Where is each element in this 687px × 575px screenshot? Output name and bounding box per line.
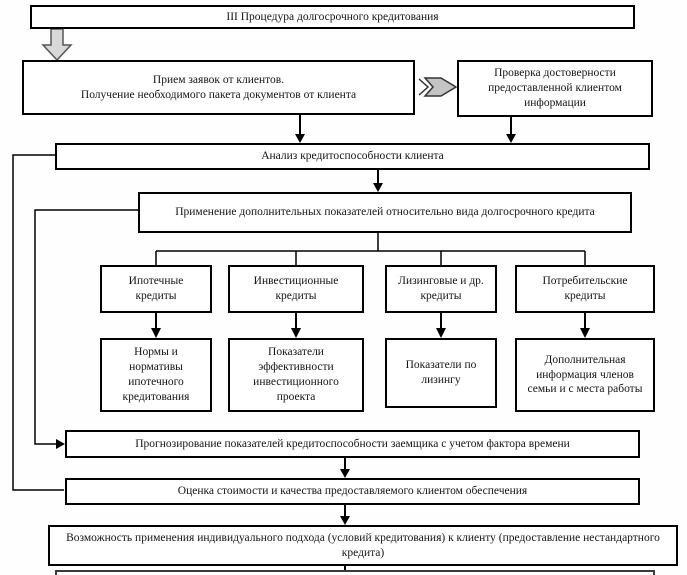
feedback-line-analysis-to-collateral xyxy=(12,154,64,491)
indicator-label: Показатели по лизингу xyxy=(405,359,477,386)
feedback-line-indicators-to-forecasting xyxy=(34,209,138,449)
indicator-label: Нормы и нормативы ипотечного кредитовани… xyxy=(122,346,190,403)
credit-type-label: Потребительские кредиты xyxy=(542,275,628,302)
analysis-box: Анализ кредитоспособности клиента xyxy=(55,143,650,170)
arrow-intake-to-analysis xyxy=(295,115,305,143)
indicator-label: Дополнительная информация членов семьи и… xyxy=(527,353,643,396)
arrow-analysis-to-indicators xyxy=(373,170,383,192)
verification-label: Проверка достоверности предоставленной к… xyxy=(488,67,622,109)
credit-type-label: Ипотечные кредиты xyxy=(128,275,184,302)
indicator-box-investment: Показатели эффективности инвестиционного… xyxy=(228,338,364,412)
chevron-right-arrow-icon xyxy=(418,77,458,97)
arrow-type-to-indicator-4 xyxy=(580,313,590,338)
collateral-assessment-box: Оценка стоимости и качества предоставляе… xyxy=(65,478,640,505)
intake-box: Прием заявок от клиентов. Получение необ… xyxy=(22,60,415,115)
indicator-box-leasing: Показатели по лизингу xyxy=(385,338,497,408)
down-block-arrow-icon xyxy=(41,28,73,62)
arrow-verification-to-analysis xyxy=(506,117,516,143)
credit-type-box-consumer: Потребительские кредиты xyxy=(515,265,655,313)
arrow-forecasting-to-collateral xyxy=(340,458,350,478)
arrow-type-to-indicator-3 xyxy=(436,313,446,338)
arrow-type-to-indicator-2 xyxy=(291,313,301,338)
verification-box: Проверка достоверности предоставленной к… xyxy=(457,60,653,117)
credit-type-label: Инвестиционные кредиты xyxy=(253,275,339,302)
next-step-box-partial xyxy=(55,570,655,575)
analysis-label: Анализ кредитоспособности клиента xyxy=(261,150,444,163)
forecasting-label: Прогнозирование показателей кредитоспосо… xyxy=(135,437,570,450)
additional-indicators-label: Применение дополнительных показателей от… xyxy=(175,206,595,219)
credit-type-box-mortgage: Ипотечные кредиты xyxy=(100,265,212,313)
credit-type-box-investment: Инвестиционные кредиты xyxy=(228,265,364,313)
indicator-box-consumer: Дополнительная информация членов семьи и… xyxy=(515,338,655,412)
indicator-label: Показатели эффективности инвестиционного… xyxy=(253,346,339,403)
individual-approach-label: Возможность применения индивидуального п… xyxy=(66,531,660,559)
title-box: III Процедура долгосрочного кредитования xyxy=(30,5,635,29)
branch-connector xyxy=(155,233,586,265)
intake-label: Прием заявок от клиентов. Получение необ… xyxy=(80,73,357,101)
collateral-assessment-label: Оценка стоимости и качества предоставляе… xyxy=(177,485,528,498)
individual-approach-box: Возможность применения индивидуального п… xyxy=(48,525,678,566)
arrow-collateral-to-individual xyxy=(340,505,350,525)
arrow-type-to-indicator-1 xyxy=(151,313,161,338)
credit-type-box-leasing: Лизинговые и др. кредиты xyxy=(385,265,497,313)
credit-type-label: Лизинговые и др. кредиты xyxy=(398,275,484,302)
forecasting-box: Прогнозирование показателей кредитоспосо… xyxy=(65,430,640,458)
indicator-box-mortgage: Нормы и нормативы ипотечного кредитовани… xyxy=(100,338,212,412)
additional-indicators-box: Применение дополнительных показателей от… xyxy=(138,192,632,233)
diagram-title: III Процедура долгосрочного кредитования xyxy=(226,10,439,23)
